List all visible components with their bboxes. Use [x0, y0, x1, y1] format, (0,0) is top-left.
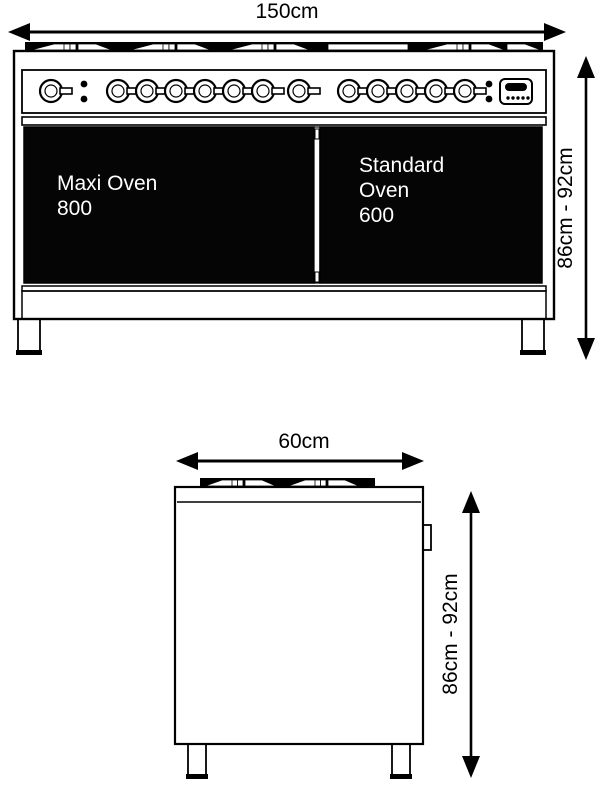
control-knob[interactable]: [192, 78, 227, 104]
control-knob[interactable]: [221, 78, 256, 104]
side-body-outline: [173, 485, 425, 746]
arrow-left-60: [176, 452, 198, 470]
control-knob[interactable]: [452, 78, 487, 104]
height-dimension-side: 86cm - 92cm: [439, 491, 480, 778]
height-dimension-front: 86cm - 92cm: [554, 56, 595, 360]
arrow-right-60: [402, 452, 424, 470]
height-dimension-label-front: 86cm - 92cm: [554, 147, 577, 268]
timer-display[interactable]: [499, 78, 533, 105]
hob-assembly: [25, 42, 543, 51]
arrow-left-150: [8, 23, 30, 41]
arrow-right-150: [544, 23, 566, 41]
control-knob[interactable]: [38, 78, 73, 104]
control-knob[interactable]: [250, 78, 285, 104]
width-dimension-60: 60cm: [176, 430, 424, 470]
maxi-oven-label-line1: Maxi Oven: [57, 172, 157, 195]
control-knob[interactable]: [134, 78, 169, 104]
panel-trim-strip: [21, 116, 547, 126]
control-knob[interactable]: [423, 78, 458, 104]
arrow-down-height-front: [577, 338, 595, 360]
maxi-oven-label-line2: 800: [57, 197, 92, 220]
control-knob[interactable]: [163, 78, 198, 104]
standard-oven-label-line2: Oven: [359, 179, 409, 202]
control-knob[interactable]: [365, 78, 400, 104]
front-view-figure: 150cm: [8, 0, 595, 360]
control-panel: [21, 69, 547, 114]
side-view-leg-right: [390, 743, 412, 779]
standard-oven-label-line1: Standard: [359, 154, 444, 177]
standard-oven-door[interactable]: Standard Oven 600: [319, 126, 543, 284]
control-panel-face: [21, 69, 547, 114]
side-view-leg-left: [186, 743, 208, 779]
arrow-up-height-front: [577, 56, 595, 78]
control-knob[interactable]: [286, 78, 321, 104]
front-view-leg-right: [520, 318, 546, 355]
side-hob-bed: [200, 478, 375, 487]
door-handle-icon[interactable]: [422, 524, 432, 551]
plinth-panel: [21, 290, 547, 320]
control-knob[interactable]: [336, 78, 371, 104]
front-view-leg-left: [16, 318, 42, 355]
width-dimension-label-60: 60cm: [278, 430, 329, 453]
maxi-oven-glass: [23, 126, 315, 284]
width-dimension-label-150: 150cm: [255, 0, 318, 23]
standard-oven-glass: [319, 126, 543, 284]
arrow-up-height-side: [462, 491, 480, 513]
maxi-oven-door[interactable]: Maxi Oven 800: [23, 126, 315, 284]
indicator-light-cluster: [485, 80, 493, 103]
hob-burner-supports: [30, 43, 542, 51]
control-knob[interactable]: [105, 78, 140, 104]
side-view-figure: 60cm: [173, 430, 480, 779]
standard-oven-label-line3: 600: [359, 204, 394, 227]
height-dimension-label-side: 86cm - 92cm: [439, 573, 462, 694]
control-knob[interactable]: [394, 78, 429, 104]
arrow-down-height-side: [462, 756, 480, 778]
oven-door-divider: [313, 126, 321, 284]
width-dimension-150: 150cm: [8, 0, 566, 41]
indicator-light-cluster: [80, 80, 88, 103]
side-view-hob: [200, 478, 375, 487]
